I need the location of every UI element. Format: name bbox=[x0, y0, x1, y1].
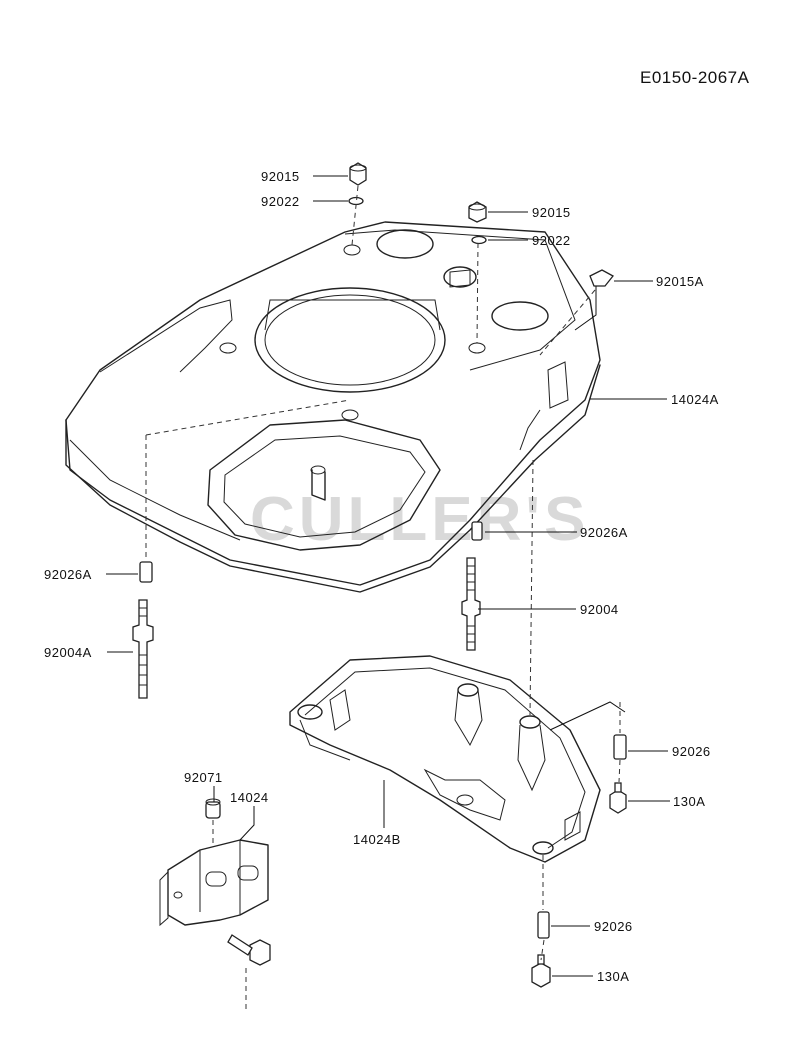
callout-92015a: 92015A bbox=[656, 274, 704, 289]
callout-130a-lower: 130A bbox=[597, 969, 629, 984]
callout-92026a-left: 92026A bbox=[44, 567, 92, 582]
callout-14024b: 14024B bbox=[353, 832, 401, 847]
callout-14024: 14024 bbox=[230, 790, 269, 805]
washer-92022-left bbox=[348, 196, 364, 206]
callout-92022-left: 92022 bbox=[261, 194, 300, 209]
bolt-bracket bbox=[227, 934, 271, 966]
callout-92026a-right: 92026A bbox=[580, 525, 628, 540]
dowel-pin-92026-lower bbox=[537, 911, 550, 939]
clip-nut-92015a bbox=[589, 269, 614, 287]
dowel-pin-92026a-left bbox=[139, 561, 153, 583]
callout-92015-right: 92015 bbox=[532, 205, 571, 220]
callout-92026-upper: 92026 bbox=[672, 744, 711, 759]
stud-bolt-92004a bbox=[132, 599, 154, 699]
flange-bolt-130a-upper bbox=[609, 782, 627, 814]
callout-92022-right: 92022 bbox=[532, 233, 571, 248]
callout-92015-left: 92015 bbox=[261, 169, 300, 184]
stud-bolt-92004 bbox=[461, 557, 481, 651]
dowel-pin-92026a-right bbox=[471, 521, 483, 541]
callout-14024a: 14024A bbox=[671, 392, 719, 407]
leader-lines bbox=[106, 175, 670, 977]
alignment-lines bbox=[145, 185, 621, 1010]
callout-92004a: 92004A bbox=[44, 645, 92, 660]
callout-130a-upper: 130A bbox=[673, 794, 705, 809]
grommet-92071 bbox=[205, 798, 221, 819]
callout-92026-lower: 92026 bbox=[594, 919, 633, 934]
washer-92022-right bbox=[471, 235, 487, 245]
engine-cover-14024a-illustration bbox=[65, 221, 601, 593]
diagram-reference-number: E0150-2067A bbox=[640, 68, 750, 87]
nut-92015-right bbox=[468, 201, 487, 223]
bracket-14024-illustration bbox=[159, 839, 269, 927]
callout-92004: 92004 bbox=[580, 602, 619, 617]
crankcase-cover-14024b-illustration bbox=[289, 655, 601, 863]
dowel-pin-92026-upper bbox=[613, 734, 627, 760]
nut-92015-left bbox=[349, 162, 367, 186]
callout-92071: 92071 bbox=[184, 770, 223, 785]
watermark-text: CULLER'S bbox=[250, 485, 590, 554]
